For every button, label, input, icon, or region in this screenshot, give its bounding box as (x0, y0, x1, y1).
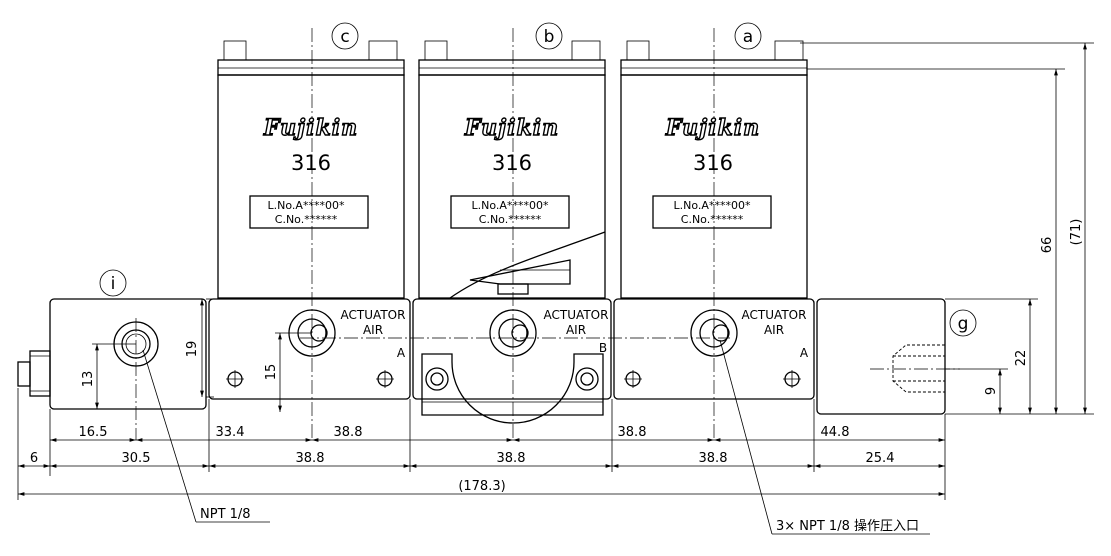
dim-38-8-ba: 38.8 (618, 425, 647, 440)
dim-33-4: 33.4 (216, 425, 245, 440)
valve-a: Fujikin 316 L.No.A****00* C.No.****** a (620, 22, 808, 440)
valve-a-port: A (800, 346, 809, 360)
valve-a-brand: Fujikin (665, 115, 760, 141)
dim-15: 15 (264, 364, 279, 381)
valve-b-lot: L.No.A****00* (472, 199, 549, 212)
valve-b: Fujikin 316 L.No.A****00* C.No.****** b (418, 22, 606, 440)
valve-b-material: 316 (492, 151, 532, 175)
dim-13: 13 (81, 371, 96, 388)
dim-9: 9 (984, 387, 999, 395)
valve-b-code: C.No.****** (479, 213, 542, 226)
dim-6: 6 (30, 451, 38, 466)
valve-b-brand: Fujikin (464, 115, 559, 141)
valve-a-air-text: AIR (764, 323, 784, 337)
valve-a-lot: L.No.A****00* (674, 199, 751, 212)
dim-total-178-3: (178.3) (458, 479, 505, 494)
valve-a-actuator-text: ACTUATOR (742, 308, 807, 322)
valve-b-air-text: AIR (566, 323, 586, 337)
vertical-dimensions: (71) 66 22 9 19 13 15 (81, 42, 1094, 415)
valve-b-label: b (544, 27, 555, 47)
block-label-g: g (949, 309, 977, 337)
horizontal-dimensions: 16.5 33.4 38.8 38.8 44.8 6 30.5 38.8 38.… (17, 388, 946, 500)
valve-c-material: 316 (291, 151, 331, 175)
valve-c-label: c (340, 27, 349, 47)
dim-25-4: 25.4 (866, 451, 895, 466)
valve-c-port: A (397, 346, 406, 360)
manifold-base: ACTUATOR AIR A ACTUATOR AIR B ACTUATOR A… (17, 298, 960, 440)
dim-71: (71) (1069, 219, 1084, 246)
dim-30-5: 30.5 (122, 451, 151, 466)
dim-16-5: 16.5 (79, 425, 108, 440)
valve-c-lot: L.No.A****00* (268, 199, 345, 212)
block-i-letter: i (111, 274, 116, 294)
valve-c: Fujikin 316 L.No.A****00* C.No.****** c (217, 22, 405, 440)
dim-44-8: 44.8 (821, 425, 850, 440)
dim-66: 66 (1040, 237, 1055, 254)
valve-a-material: 316 (693, 151, 733, 175)
valve-c-code: C.No.****** (275, 213, 338, 226)
block-g-letter: g (958, 314, 969, 334)
valve-c-brand: Fujikin (263, 115, 358, 141)
dim-19: 19 (185, 341, 200, 358)
dim-22: 22 (1014, 350, 1029, 367)
callout-npt-right: 3× NPT 1/8 操作圧入口 (719, 339, 930, 535)
valve-c-air-text: AIR (363, 323, 383, 337)
valve-b-port: B (599, 341, 607, 355)
valve-a-label: a (743, 27, 753, 47)
valve-b-actuator-text: ACTUATOR (544, 308, 609, 322)
dim-38-8-block-b: 38.8 (497, 451, 526, 466)
dim-38-8-block-c: 38.8 (296, 451, 325, 466)
valve-c-actuator-text: ACTUATOR (341, 308, 406, 322)
valve-a-code: C.No.****** (681, 213, 744, 226)
callout-right-text: 3× NPT 1/8 操作圧入口 (776, 518, 919, 534)
callout-npt-left: NPT 1/8 (142, 349, 270, 523)
block-label-i: i (99, 269, 127, 297)
callout-left-text: NPT 1/8 (200, 507, 251, 522)
dim-38-8-cb: 38.8 (334, 425, 363, 440)
dim-38-8-block-a: 38.8 (699, 451, 728, 466)
